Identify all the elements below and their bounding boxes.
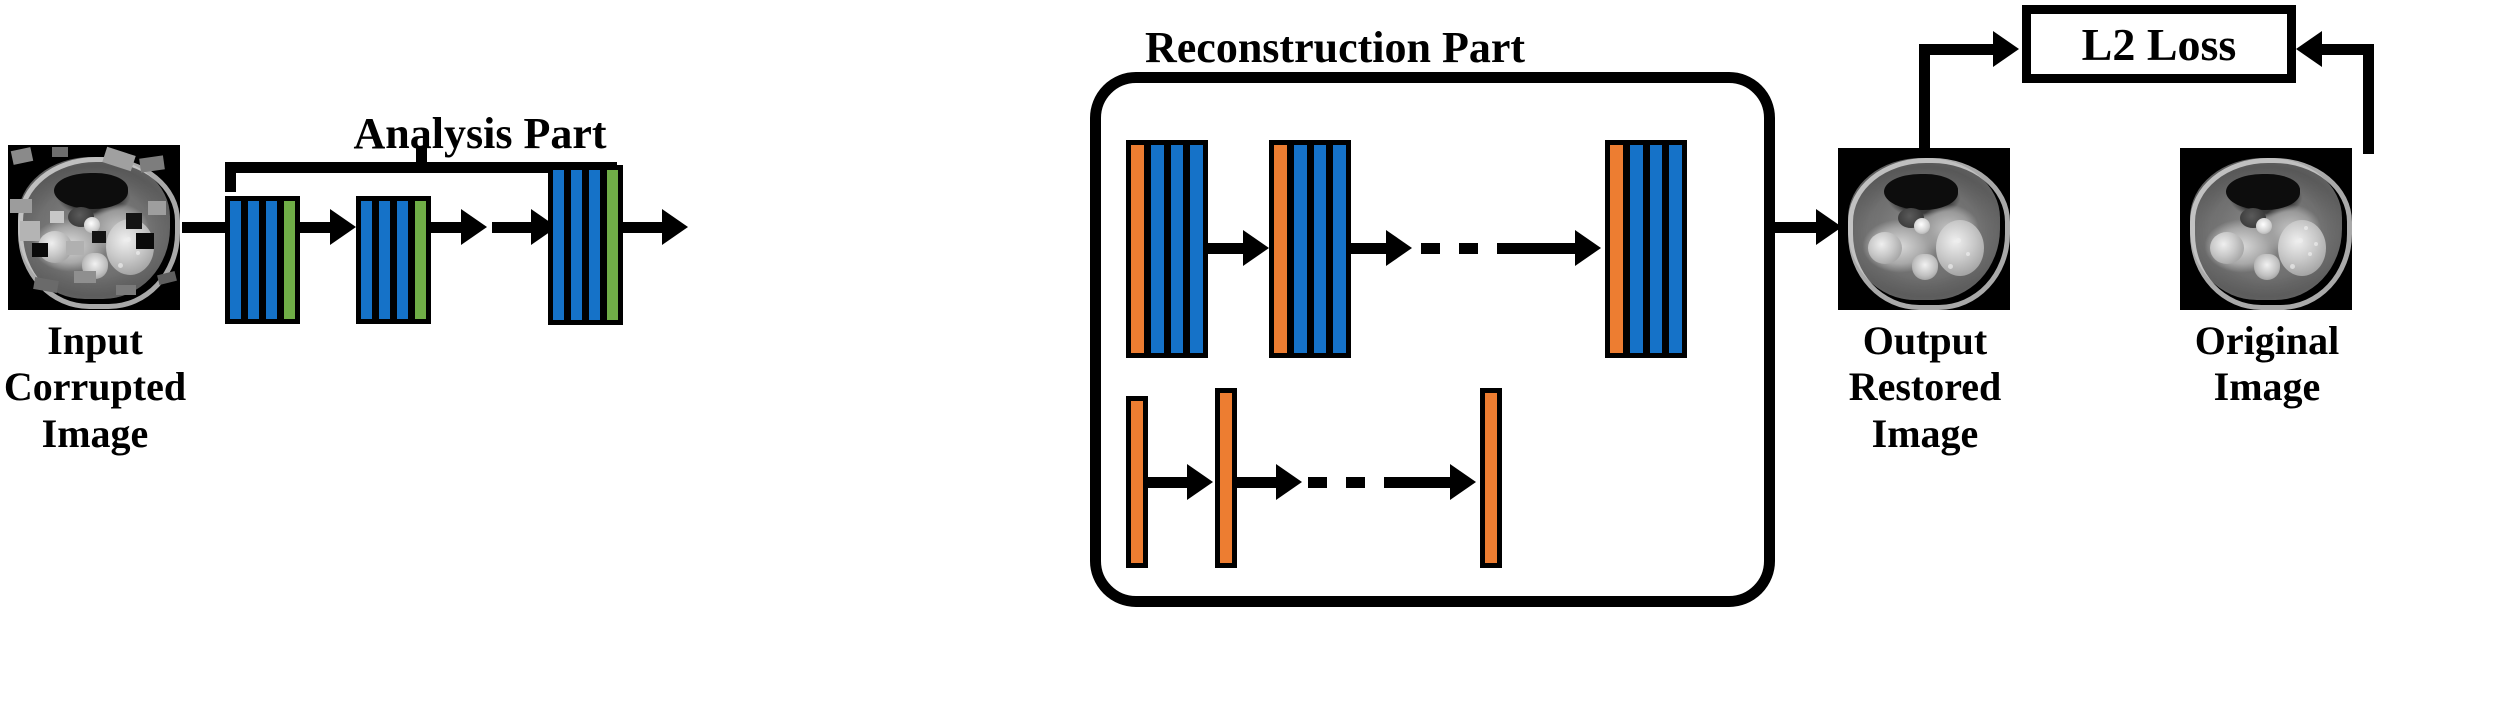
arrow-analysis-1-2-line xyxy=(300,222,338,233)
arrow-single-1-2-line xyxy=(1148,477,1196,488)
input-corrupted-image xyxy=(8,145,180,310)
feature-bar-blue xyxy=(1190,145,1203,353)
corruption-patch xyxy=(116,285,136,295)
recon-single-1 xyxy=(1126,396,1148,568)
feature-bar-blue xyxy=(1293,145,1307,353)
feature-bar-blue xyxy=(1150,145,1164,353)
corruption-patch xyxy=(66,241,84,255)
feature-bar-blue xyxy=(1629,145,1643,353)
arrow-recon-to-output-line xyxy=(1775,222,1831,233)
output-image-caption: Output Restored Image xyxy=(1848,318,2002,456)
arrow-analysis-2-dots-head xyxy=(461,209,487,245)
loss-left-arrowhead xyxy=(1993,31,2019,67)
arrow-recon-dots-3-line xyxy=(1516,243,1580,254)
arrow-analysis-to-recon-line xyxy=(623,222,677,233)
feature-bar-blue xyxy=(379,201,390,319)
loss-right-connector-vertical xyxy=(2363,44,2374,154)
corruption-patch xyxy=(52,147,68,157)
feature-bar-blue xyxy=(266,201,277,319)
arrow-recon-1-2-head xyxy=(1243,230,1269,266)
feature-bar-blue xyxy=(230,201,241,319)
arrow-input-to-analysis-line xyxy=(182,222,234,233)
feature-bar-blue xyxy=(553,170,564,320)
recon-block-2 xyxy=(1269,140,1351,358)
corruption-patch xyxy=(74,271,96,283)
corruption-patch xyxy=(92,231,106,243)
recon-top-ellipsis xyxy=(1421,243,1516,254)
analysis-block-3 xyxy=(548,165,623,325)
arrow-analysis-1-2-head xyxy=(330,209,356,245)
analysis-block-1 xyxy=(225,196,300,324)
recon-single-2 xyxy=(1215,388,1237,568)
input-image-caption: Input Corrupted Image xyxy=(3,318,187,456)
feature-bar-blue xyxy=(248,201,259,319)
corruption-patch xyxy=(10,147,34,165)
recon-block-3 xyxy=(1605,140,1687,358)
feature-bar-blue xyxy=(589,170,600,320)
recon-bottom-ellipsis xyxy=(1308,477,1403,488)
arrow-analysis-dots-3-line xyxy=(500,222,540,233)
arrow-recon-2-dots-head xyxy=(1386,230,1412,266)
arrow-single-dots-3-head xyxy=(1450,464,1476,500)
recon-block-1 xyxy=(1126,140,1208,358)
feature-bar-green xyxy=(607,170,618,320)
corruption-patch xyxy=(32,243,48,257)
feature-bar-orange xyxy=(1274,145,1287,353)
original-image xyxy=(2180,148,2352,310)
feature-bar-green xyxy=(284,201,295,319)
feature-bar-blue xyxy=(1333,145,1346,353)
feature-bar-blue xyxy=(361,201,372,319)
loss-left-connector-vertical xyxy=(1919,44,1930,154)
analysis-part-title: Analysis Part xyxy=(353,109,607,158)
feature-bar-blue xyxy=(571,170,582,320)
recon-single-3 xyxy=(1480,388,1502,568)
feature-bar-blue xyxy=(1170,145,1184,353)
corruption-patch xyxy=(136,233,154,249)
feature-bar-green xyxy=(415,201,426,319)
arrow-recon-1-2-line xyxy=(1208,243,1252,254)
arrow-analysis-2-dots-line xyxy=(431,222,469,233)
output-restored-image xyxy=(1838,148,2010,310)
arrow-analysis-to-recon-head xyxy=(662,209,688,245)
feature-bar-blue xyxy=(1313,145,1327,353)
arrow-single-dots-3-line xyxy=(1403,477,1455,488)
feature-bar-blue xyxy=(397,201,408,319)
feature-bar-orange xyxy=(1131,145,1144,353)
loss-right-connector-horizontal xyxy=(2322,44,2374,55)
corruption-patch xyxy=(20,221,40,241)
l2-loss-box: L2 Loss xyxy=(2022,5,2296,83)
original-image-caption: Original Image xyxy=(2194,318,2340,410)
arrow-recon-to-output-head xyxy=(1816,209,1842,245)
loss-right-arrowhead xyxy=(2296,31,2322,67)
analysis-block-2 xyxy=(356,196,431,324)
arrow-single-2-dots-line xyxy=(1237,477,1285,488)
corruption-patch xyxy=(148,201,166,215)
arrow-single-1-2-head xyxy=(1187,464,1213,500)
arrow-single-2-dots-head xyxy=(1276,464,1302,500)
l2-loss-label: L2 Loss xyxy=(2081,18,2237,70)
arrow-recon-dots-3-head xyxy=(1575,230,1601,266)
arrow-recon-2-dots-line xyxy=(1351,243,1395,254)
corruption-patch xyxy=(50,211,64,223)
feature-bar-orange xyxy=(1610,145,1623,353)
loss-left-connector-horizontal xyxy=(1919,44,1997,55)
corruption-patch xyxy=(126,213,142,229)
reconstruction-part-title: Reconstruction Part xyxy=(1144,23,1525,72)
reconstruction-part-container xyxy=(1090,72,1775,607)
corruption-patch xyxy=(139,155,165,173)
feature-bar-blue xyxy=(1649,145,1663,353)
corruption-patch xyxy=(10,199,32,213)
feature-bar-blue xyxy=(1669,145,1682,353)
